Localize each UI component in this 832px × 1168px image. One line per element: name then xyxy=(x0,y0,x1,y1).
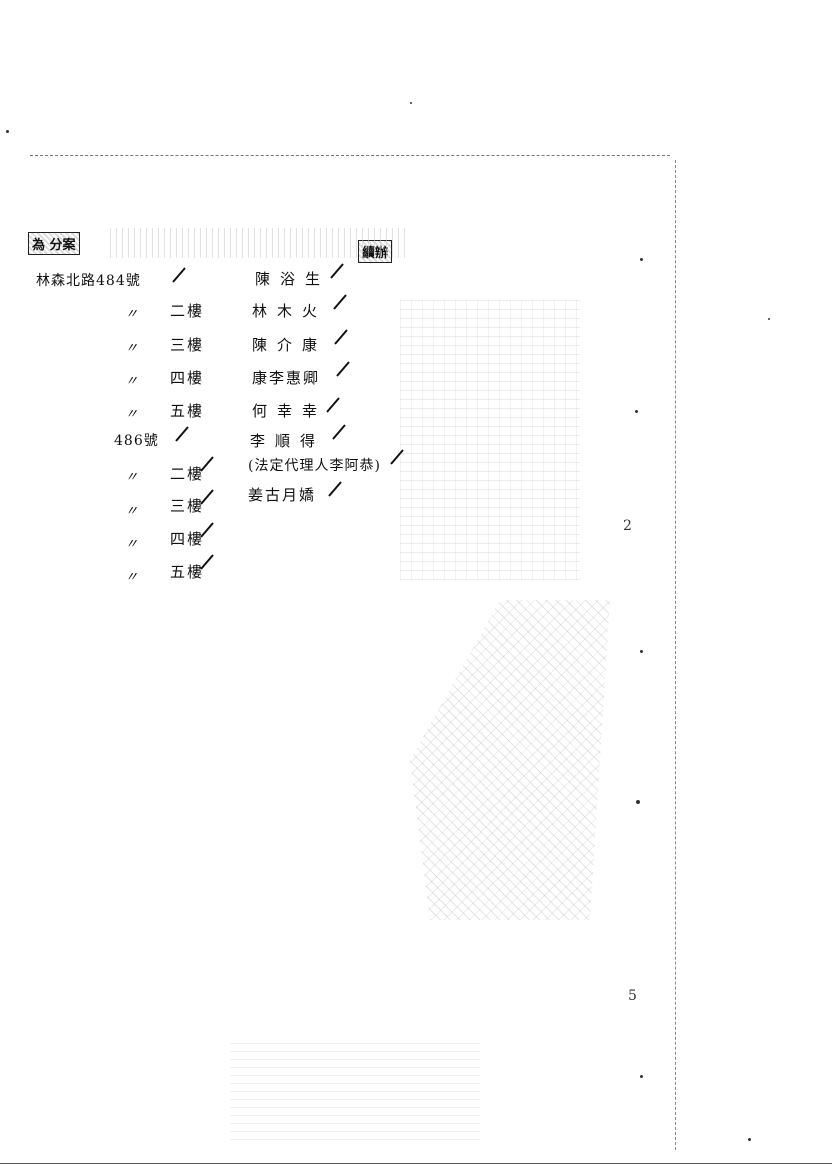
check-mark-icon xyxy=(333,293,347,311)
scan-speck xyxy=(410,102,412,104)
ditto-mark: 〃 xyxy=(125,470,139,485)
scan-speck xyxy=(640,1075,643,1078)
scan-speck xyxy=(640,650,643,653)
ditto-mark: 〃 xyxy=(125,537,139,552)
floor-4: 四樓 xyxy=(170,369,205,387)
floor-2b: 二樓 xyxy=(170,465,205,483)
ditto-mark: 〃 xyxy=(125,504,139,519)
check-mark-icon xyxy=(330,262,344,280)
floor-5b: 五樓 xyxy=(170,563,205,581)
check-mark-icon xyxy=(200,553,214,571)
check-mark-icon xyxy=(175,425,189,443)
check-mark-icon xyxy=(328,480,342,498)
check-mark-icon xyxy=(200,488,214,506)
check-mark-icon xyxy=(172,266,186,284)
floor-4b: 四樓 xyxy=(170,530,205,548)
name-row-4: 康李惠卿 xyxy=(252,369,321,387)
ditto-mark: 〃 xyxy=(125,374,139,389)
margin-mark-5: 5 xyxy=(628,988,637,1004)
scan-speck xyxy=(635,410,638,413)
check-mark-icon xyxy=(332,423,346,441)
check-mark-icon xyxy=(390,448,404,466)
name-row-1: 陳浴生 xyxy=(255,270,331,288)
ditto-mark: 〃 xyxy=(125,570,139,585)
scan-noise-bottom xyxy=(230,1040,480,1140)
scan-speck xyxy=(768,318,770,320)
name-row-5: 何幸幸 xyxy=(252,402,328,420)
scan-noise-upper xyxy=(400,300,580,580)
margin-mark-2: 2 xyxy=(623,518,632,534)
scan-noise-lower xyxy=(410,600,610,920)
check-mark-icon xyxy=(336,360,350,378)
check-mark-icon xyxy=(334,328,348,346)
stamp-left: 為 分案 xyxy=(28,232,80,255)
ditto-mark: 〃 xyxy=(125,341,139,356)
scan-speck xyxy=(748,1138,751,1141)
scan-speck xyxy=(6,130,9,133)
header-smudge xyxy=(110,228,410,258)
floor-3: 三樓 xyxy=(170,336,205,354)
address-486: 486號 xyxy=(114,433,159,449)
check-mark-icon xyxy=(200,521,214,539)
check-mark-icon xyxy=(200,455,214,473)
ditto-mark: 〃 xyxy=(125,407,139,422)
bottom-border-line xyxy=(0,1163,832,1164)
right-border-line xyxy=(675,160,676,1150)
name-row-3: 陳介康 xyxy=(252,336,328,354)
scan-speck xyxy=(640,258,643,261)
address-484: 林森北路484號 xyxy=(36,273,141,289)
scan-speck xyxy=(636,800,640,804)
floor-5: 五樓 xyxy=(170,402,205,420)
name-row-6: 李順得 xyxy=(250,432,326,450)
check-mark-icon xyxy=(326,396,340,414)
name-row-8: 姜古月嬌 xyxy=(248,486,317,504)
floor-2: 二樓 xyxy=(170,302,205,320)
top-border-line xyxy=(30,155,670,156)
legal-representative-note: (法定代理人李阿恭) xyxy=(248,458,381,474)
floor-3b: 三樓 xyxy=(170,497,205,515)
ditto-mark: 〃 xyxy=(125,307,139,322)
name-row-2: 林木火 xyxy=(252,302,328,320)
